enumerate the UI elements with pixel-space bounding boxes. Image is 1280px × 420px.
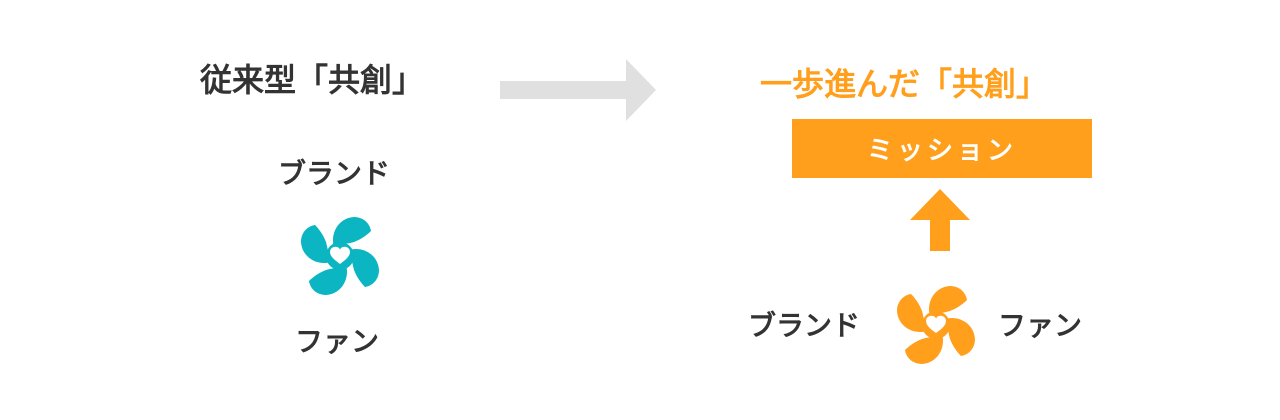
right-brand-label: ブランド	[748, 309, 861, 342]
left-title: 従来型「共創」	[200, 61, 425, 99]
left-brand-label: ブランド	[278, 157, 391, 190]
mission-label: ミッション	[866, 136, 1017, 166]
arrow-up-icon	[910, 189, 970, 251]
right-pinwheel-heart-icon	[894, 283, 978, 367]
left-pinwheel-heart-icon	[298, 214, 382, 298]
mission-box: ミッション	[792, 119, 1092, 178]
transition-arrow-right-icon	[500, 59, 656, 121]
right-title: 一歩進んだ「共創」	[760, 65, 1049, 103]
right-fan-label: ファン	[998, 309, 1083, 342]
left-fan-label: ファン	[295, 325, 380, 358]
